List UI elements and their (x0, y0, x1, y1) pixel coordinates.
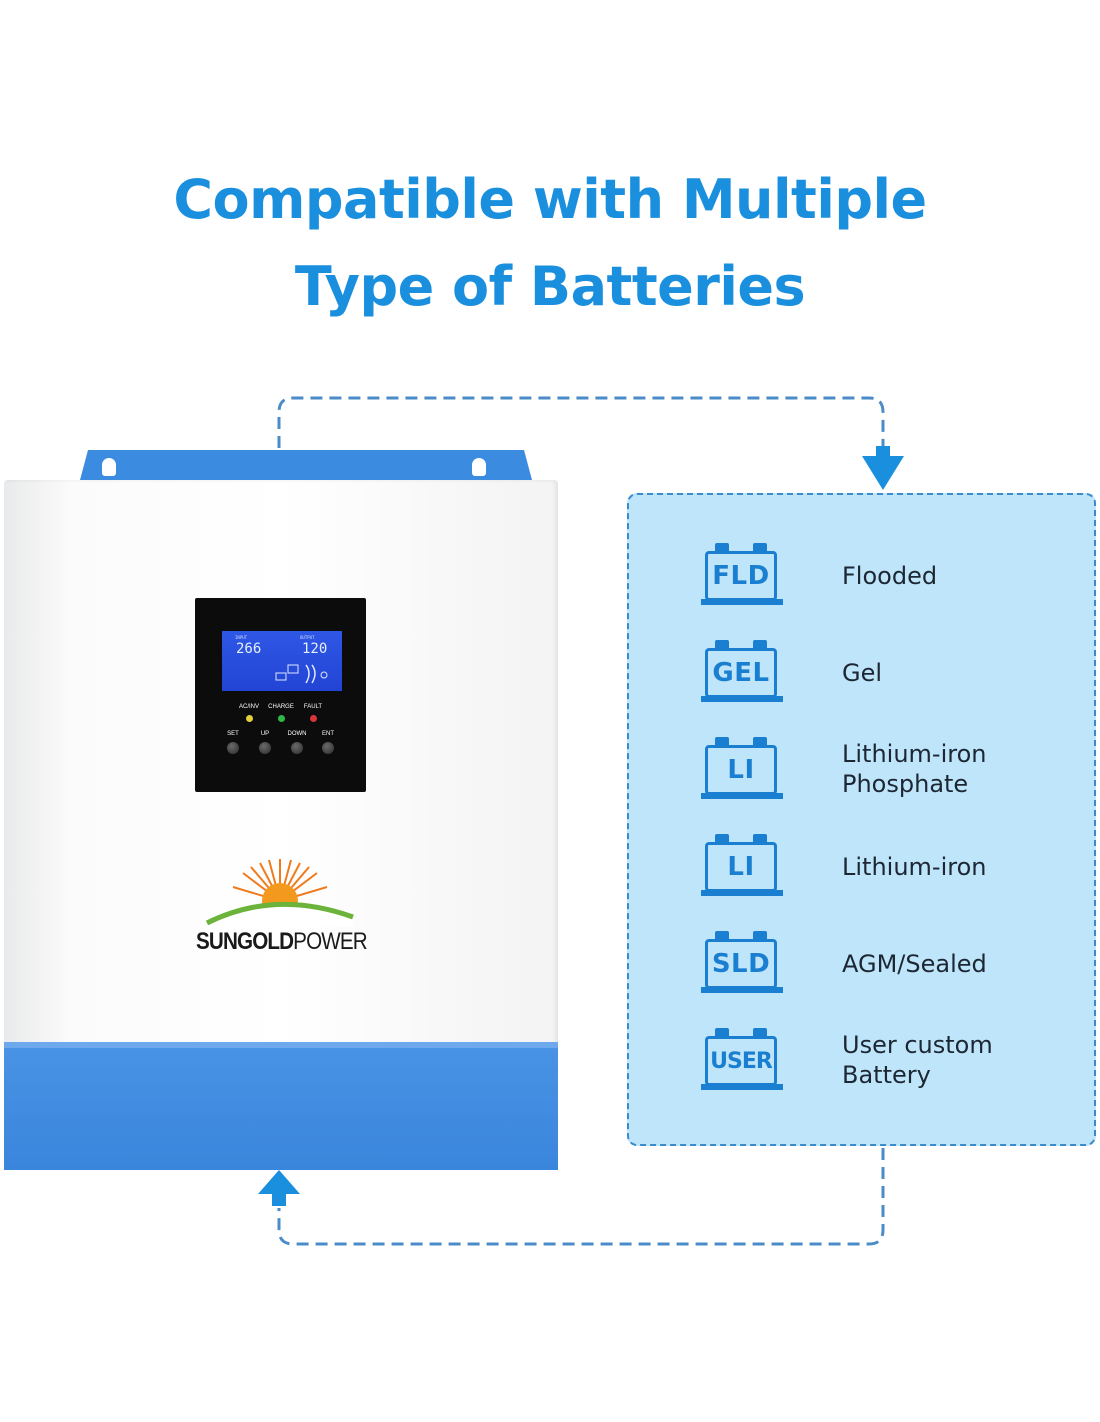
inverter-control-panel: INPUT 266 OUTPUT 120 AC/INV CHARGE FAULT… (195, 598, 366, 792)
battery-label-user-custom: User custom Battery (842, 1031, 993, 1089)
battery-label-lithium-iron-phosphate: Lithium-iron Phosphate (842, 740, 987, 798)
battery-type-row-lifepo: LI Lithium-iron Phosphate (629, 733, 1098, 805)
set-button (227, 742, 239, 754)
battery-li-icon: LI (701, 830, 785, 900)
led-ac-inv (246, 715, 253, 722)
bracket-hole-left (102, 458, 116, 476)
battery-code-li: LI (727, 852, 755, 882)
battery-code-fld: FLD (712, 561, 770, 591)
battery-label-lithium-iron: Lithium-iron (842, 853, 987, 881)
page-title-line-1: Compatible with Multiple (173, 168, 927, 231)
arrow-up-stem (272, 1192, 286, 1206)
indicator-label-charge: CHARGE (268, 704, 294, 710)
inverter-base (4, 1042, 558, 1170)
arrow-down-icon (862, 456, 904, 490)
inverter-base-edge (4, 1042, 558, 1048)
ent-button (322, 742, 334, 754)
battery-type-row-agm: SLD AGM/Sealed (629, 927, 1098, 999)
down-button (291, 742, 303, 754)
lcd-display: INPUT 266 OUTPUT 120 (222, 631, 342, 691)
battery-type-row-lithium-iron: LI Lithium-iron (629, 830, 1098, 902)
battery-user-icon: USER (701, 1024, 785, 1094)
led-charge (278, 715, 285, 722)
bracket-hole-right (472, 458, 486, 476)
battery-types-panel: FLD Flooded GEL Gel LI Lithium-iron Phos… (627, 493, 1096, 1146)
battery-code-sld: SLD (711, 949, 771, 979)
brand-name-bold: SUNGOLD (196, 928, 294, 955)
connector-top-line (277, 396, 885, 456)
lcd-status-icons (275, 664, 328, 684)
battery-code-gel: GEL (712, 658, 770, 688)
mounting-bracket (80, 450, 532, 480)
button-label-set: SET (227, 731, 239, 737)
arrow-up-icon (258, 1170, 300, 1194)
battery-code-user: USER (710, 1048, 773, 1074)
button-label-up: UP (260, 731, 270, 737)
arrow-down-stem (876, 446, 890, 458)
button-label-down: DOWN (287, 731, 307, 737)
brand-logo: SUNGOLDPOWER (196, 928, 368, 956)
lcd-right-value: 120 (302, 641, 328, 657)
battery-gel-icon: GEL (701, 636, 785, 706)
battery-type-row-gel: GEL Gel (629, 636, 1098, 708)
battery-type-row-user: USER User custom Battery (629, 1024, 1098, 1096)
battery-code-li-phosphate: LI (727, 755, 755, 785)
lcd-left-value: 266 (236, 641, 262, 657)
brand-name-light: POWER (293, 928, 368, 955)
battery-label-flooded: Flooded (842, 562, 938, 590)
lcd-left-label: INPUT (235, 635, 248, 640)
connector-bottom-line (277, 1148, 885, 1246)
indicator-label-fault: FAULT (303, 704, 323, 710)
battery-type-row-flooded: FLD Flooded (629, 539, 1098, 611)
battery-fld-icon: FLD (701, 539, 785, 609)
led-fault (310, 715, 317, 722)
indicator-label-ac-inv: AC/INV (238, 704, 259, 710)
battery-sld-icon: SLD (701, 927, 785, 997)
battery-label-gel: Gel (842, 659, 883, 687)
battery-li-icon: LI (701, 733, 785, 803)
button-label-ent: ENT (322, 731, 334, 737)
up-button (259, 742, 271, 754)
lcd-right-label: OUTPUT (300, 635, 315, 640)
sun-logo-icon (205, 859, 354, 927)
battery-label-agm-sealed: AGM/Sealed (842, 950, 987, 978)
page-title-line-2: Type of Batteries (294, 255, 806, 318)
